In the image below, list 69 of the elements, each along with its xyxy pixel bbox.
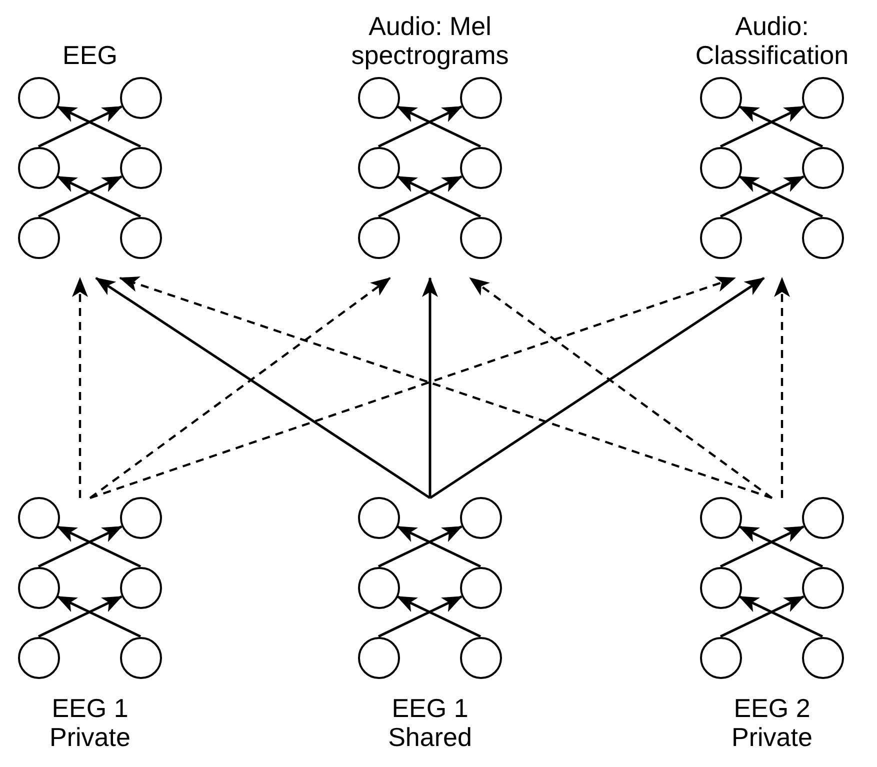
arrow [56, 175, 142, 218]
neuron-circle [120, 496, 162, 538]
neuron-circle [358, 566, 400, 608]
neuron-circle [18, 76, 60, 118]
neuron-circle [358, 496, 400, 538]
arrow [396, 175, 482, 218]
neuron-circle [358, 216, 400, 258]
neuron-circle [700, 496, 742, 538]
arrow [738, 595, 824, 638]
neuron-circle [460, 566, 502, 608]
neuron-circle [18, 566, 60, 608]
neuron-circle [120, 146, 162, 188]
arrow [56, 595, 142, 638]
network-title: EEG 1 Shared [387, 694, 473, 752]
arrow [56, 525, 142, 568]
neuron-circle [460, 216, 502, 258]
neuron-circle [802, 76, 844, 118]
arrow [720, 595, 804, 638]
arrow [378, 525, 462, 568]
arrow [38, 105, 122, 148]
neuron-circle [700, 636, 742, 678]
dashed-arrow [774, 277, 790, 498]
arrow [396, 105, 482, 148]
neuron-circle [120, 216, 162, 258]
neuron-circle [18, 216, 60, 258]
neuron-circle [460, 146, 502, 188]
neuron-circle [802, 636, 844, 678]
neuron-circle [18, 496, 60, 538]
neuron-circle [802, 146, 844, 188]
arrow [56, 105, 142, 148]
network-title: EEG 2 Private [730, 694, 814, 752]
arrow [38, 525, 122, 568]
arrow [720, 525, 804, 568]
neuron-circle [802, 496, 844, 538]
neuron-circle [460, 636, 502, 678]
network-title: Audio: Mel spectrograms [350, 12, 510, 70]
neuron-circle [802, 566, 844, 608]
neuron-circle [460, 76, 502, 118]
neuron-circle [460, 496, 502, 538]
arrow [38, 595, 122, 638]
arrow [396, 595, 482, 638]
arrow [738, 105, 824, 148]
neuron-circle [358, 146, 400, 188]
arrow [720, 175, 804, 218]
neuron-circle [700, 566, 742, 608]
neuron-circle [120, 636, 162, 678]
neuron-circle [700, 76, 742, 118]
neuron-circle [700, 146, 742, 188]
arrow [38, 175, 122, 218]
arrow [378, 105, 462, 148]
neuron-circle [18, 636, 60, 678]
network-title: EEG [62, 41, 118, 70]
neuron-circle [802, 216, 844, 258]
dashed-arrow [72, 277, 88, 498]
neuron-circle [358, 636, 400, 678]
neuron-circle [120, 76, 162, 118]
neuron-circle [18, 146, 60, 188]
arrow [422, 277, 438, 498]
neuron-circle [700, 216, 742, 258]
arrow [378, 175, 462, 218]
neuron-circle [120, 566, 162, 608]
arrow [378, 595, 462, 638]
arrow [396, 525, 482, 568]
neuron-circle [358, 76, 400, 118]
arrow [738, 525, 824, 568]
network-title: EEG 1 Private [48, 694, 132, 752]
arrow [720, 105, 804, 148]
arrow [738, 175, 824, 218]
network-title: Audio: Classification [694, 12, 850, 70]
